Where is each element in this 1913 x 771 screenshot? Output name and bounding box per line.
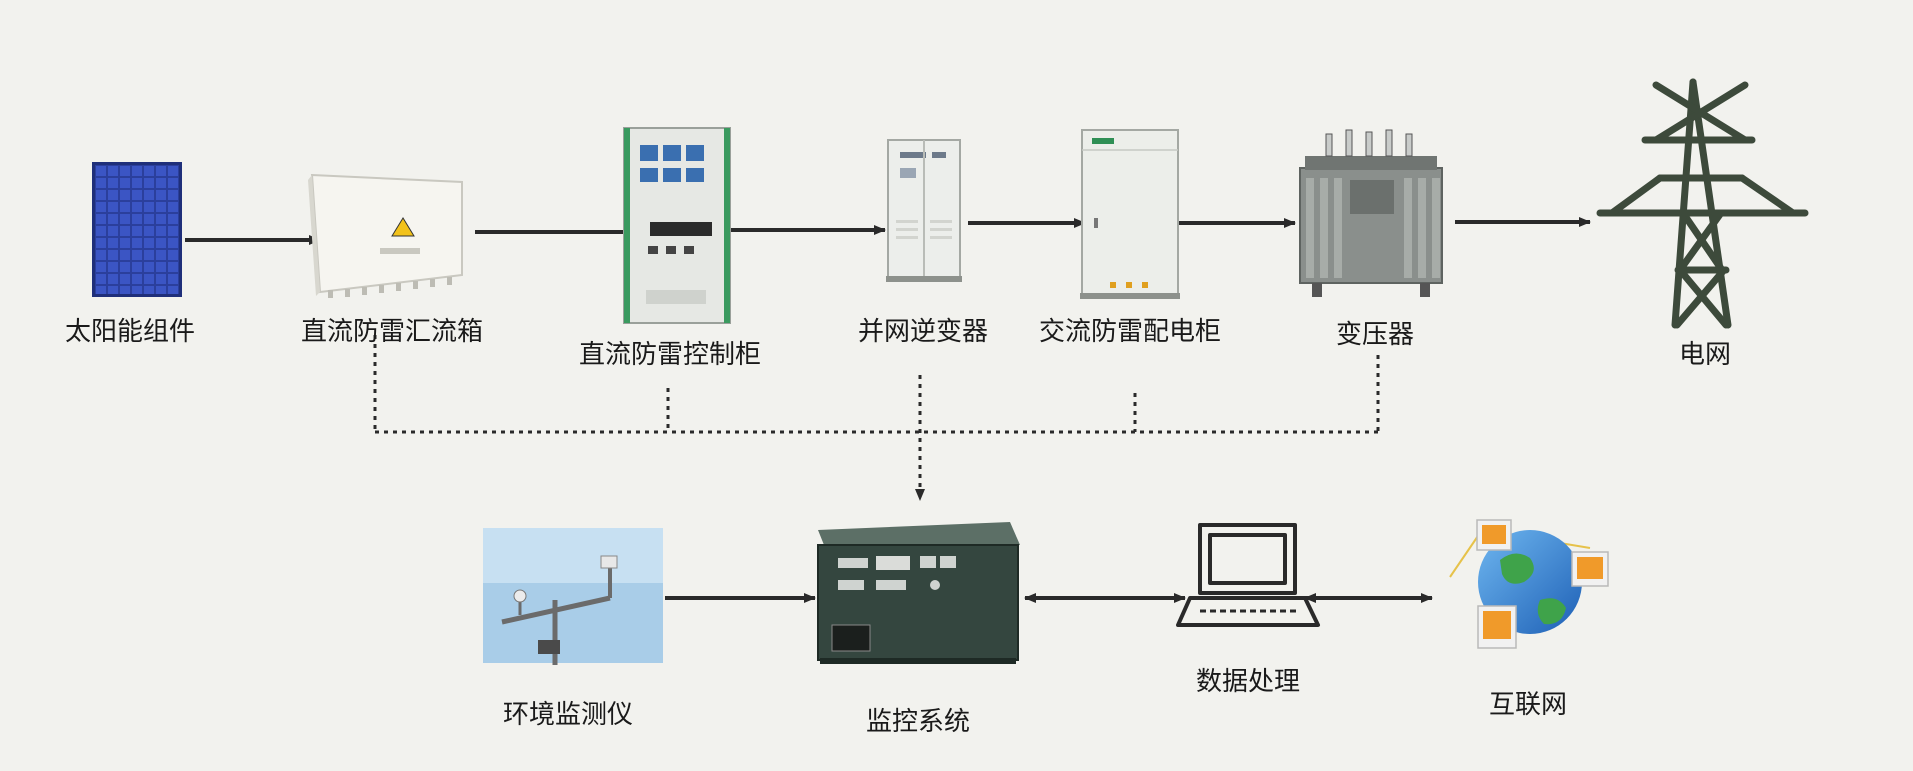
dc-control-cabinet-icon [623, 127, 731, 324]
label-ac-distribution-cabinet: 交流防雷配电柜 [1039, 317, 1221, 347]
label-dc-control-cabinet: 直流防雷控制柜 [579, 340, 761, 370]
label-data-processing: 数据处理 [1196, 667, 1300, 697]
label-monitoring-system: 监控系统 [866, 707, 970, 737]
label-transformer: 变压器 [1336, 320, 1414, 350]
label-grid-inverter: 并网逆变器 [858, 317, 988, 347]
label-internet: 互联网 [1489, 690, 1567, 720]
label-solar-module: 太阳能组件 [65, 317, 195, 347]
label-dc-combiner-box: 直流防雷汇流箱 [301, 317, 483, 347]
ac-cabinet-icon [1080, 129, 1180, 299]
label-environment-monitor: 环境监测仪 [503, 700, 633, 730]
transformer-icon [1299, 129, 1443, 297]
computer-icon [1176, 523, 1320, 627]
internet-globe-icon [1449, 519, 1609, 649]
combiner-box-icon [308, 173, 463, 298]
solar-panel-icon [92, 162, 182, 297]
weather-station-icon [483, 528, 663, 665]
monitoring-bus-dotted [373, 335, 1380, 501]
inverter-icon [886, 139, 962, 282]
label-power-grid: 电网 [1679, 340, 1731, 370]
power-tower-icon [1596, 78, 1809, 329]
monitoring-host-icon [817, 522, 1020, 664]
